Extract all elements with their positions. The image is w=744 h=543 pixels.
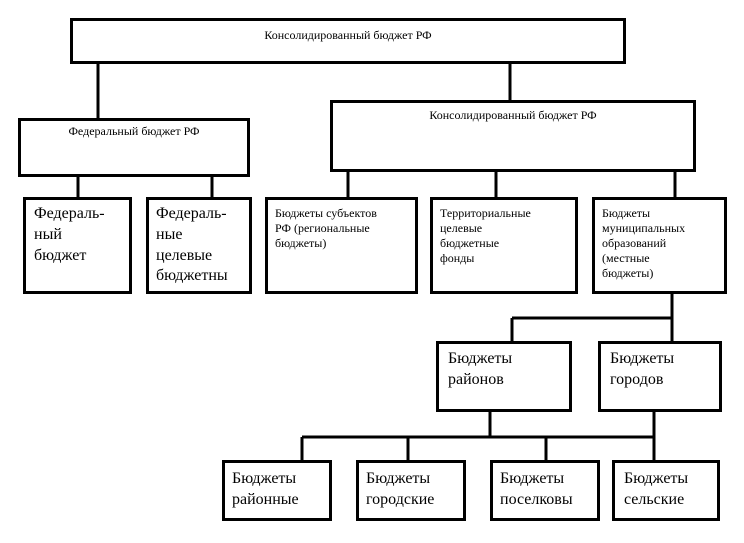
node-federal-budget-rf <box>18 118 250 177</box>
node-district-budgets <box>436 341 572 412</box>
node-municipal-budgets-label: Бюджеты муниципальных образований (местн… <box>602 206 686 280</box>
node-federal-budget-rf-label: Федеральный бюджет РФ <box>68 124 200 138</box>
node-city-budgets <box>598 341 722 412</box>
node-settlement-budgets <box>490 460 600 521</box>
node-consolidated-budget <box>330 100 696 172</box>
node-rural-budgets <box>612 460 720 521</box>
node-city-budgets-label: Бюджеты городов <box>610 350 675 388</box>
node-district-budgets-label: Бюджеты районов <box>448 350 513 388</box>
node-regional-budgets-label: Бюджеты субъектов РФ (региональные бюдже… <box>275 206 377 250</box>
node-root-label: Консолидированный бюджет РФ <box>264 28 432 42</box>
node-municipal-budgets <box>592 197 727 294</box>
node-raion-budgets <box>222 460 332 521</box>
node-federal-target-budgets <box>146 197 252 294</box>
node-federal-budget-label: Федераль- ный бюджет <box>34 205 105 264</box>
node-settlement-budgets-label: Бюджеты поселковы <box>500 470 573 508</box>
node-federal-target-budgets-label: Федераль- ные целевые бюджетны <box>156 205 228 285</box>
node-regional-budgets <box>265 197 418 294</box>
node-consolidated-budget-label: Консолидированный бюджет РФ <box>429 108 597 122</box>
node-federal-budget <box>23 197 132 294</box>
node-raion-budgets-label: Бюджеты районные <box>232 470 299 508</box>
node-root-consolidated-budget <box>70 18 626 64</box>
node-territorial-funds <box>430 197 578 294</box>
node-rural-budgets-label: Бюджеты сельские <box>624 470 689 508</box>
node-urban-budgets <box>356 460 466 521</box>
node-territorial-funds-label: Территориальные целевые бюджетные фонды <box>440 206 531 265</box>
node-urban-budgets-label: Бюджеты городские <box>366 470 435 508</box>
